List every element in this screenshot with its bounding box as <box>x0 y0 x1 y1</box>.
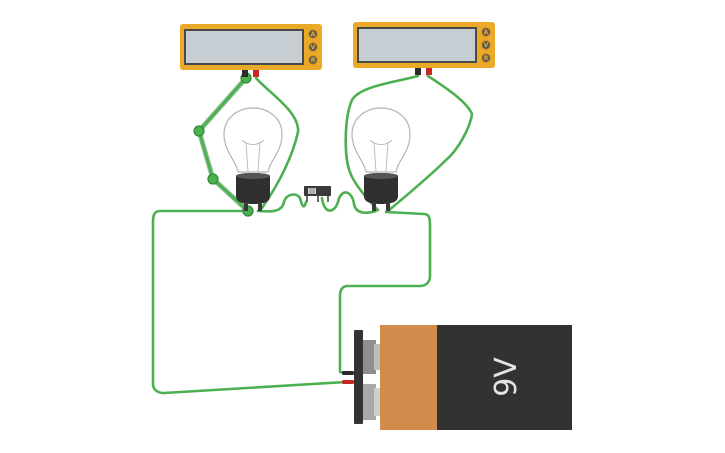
battery-9v[interactable]: 9V <box>342 325 572 430</box>
bulb-socket <box>364 173 398 204</box>
wire-bulb2-to-battery[interactable] <box>338 210 432 375</box>
probe-red-terminal[interactable] <box>426 68 432 75</box>
lead-black[interactable] <box>342 371 354 375</box>
light-bulb-right[interactable] <box>351 107 411 211</box>
switch-pin[interactable] <box>317 196 319 202</box>
battery-label-band <box>380 325 438 430</box>
mode-volts-icon[interactable] <box>308 42 318 52</box>
probe-black-terminal[interactable] <box>415 68 421 75</box>
wire-meter1-loop[interactable] <box>254 76 300 210</box>
wires <box>151 74 474 395</box>
mode-selector: A V R <box>481 27 491 63</box>
multimeter-left[interactable]: A V R <box>180 24 322 77</box>
mode-label: V <box>484 42 489 49</box>
wire-switch-to-bulb2[interactable] <box>320 191 378 215</box>
battery-terminal-positive[interactable] <box>363 340 376 374</box>
battery-terminal-negative[interactable] <box>363 384 376 420</box>
wire-meter1-to-bulb1[interactable] <box>197 76 250 213</box>
mode-label: R <box>484 55 489 62</box>
battery-voltage-label: 9V <box>489 357 524 397</box>
multimeter-display <box>184 29 304 65</box>
mode-selector: A V R <box>308 29 318 65</box>
wire-node[interactable] <box>207 173 219 185</box>
wire-bulb1-to-battery[interactable] <box>151 209 348 395</box>
bulb-socket <box>236 173 270 204</box>
probe-black-terminal[interactable] <box>242 70 248 77</box>
multimeter-right[interactable]: A V R <box>353 22 495 75</box>
mode-label: A <box>311 31 316 38</box>
wire-meter2-loop-left[interactable] <box>344 74 420 212</box>
wire-meter2-loop-right[interactable] <box>386 74 474 213</box>
switch-pin[interactable] <box>306 196 308 202</box>
mode-amps-icon[interactable] <box>308 29 318 39</box>
multimeter-display <box>357 27 477 63</box>
light-bulb-left[interactable] <box>223 107 283 211</box>
slide-switch[interactable] <box>304 186 331 202</box>
mode-label: V <box>311 44 316 51</box>
mode-amps-icon[interactable] <box>481 27 491 37</box>
bulb-terminal[interactable] <box>258 202 262 211</box>
bulb-terminal[interactable] <box>386 202 390 211</box>
battery-body <box>437 325 572 430</box>
wire-bulb1-to-switch[interactable] <box>256 193 308 213</box>
bulb-terminal[interactable] <box>244 202 248 211</box>
bulb-glass-icon <box>223 107 283 173</box>
wire-node[interactable] <box>193 125 205 137</box>
bulb-glass-icon <box>351 107 411 173</box>
mode-ohms-icon[interactable] <box>481 53 491 63</box>
bulb-terminal[interactable] <box>372 202 376 211</box>
mode-ohms-icon[interactable] <box>308 55 318 65</box>
mode-label: A <box>484 29 489 36</box>
mode-volts-icon[interactable] <box>481 40 491 50</box>
bulb-filament-icon <box>369 139 393 173</box>
battery-connector-clip <box>354 330 363 424</box>
bulb-filament-icon <box>241 139 265 173</box>
lead-red[interactable] <box>342 380 354 384</box>
switch-pin[interactable] <box>327 196 329 202</box>
mode-label: R <box>311 57 316 64</box>
probe-red-terminal[interactable] <box>253 70 259 77</box>
